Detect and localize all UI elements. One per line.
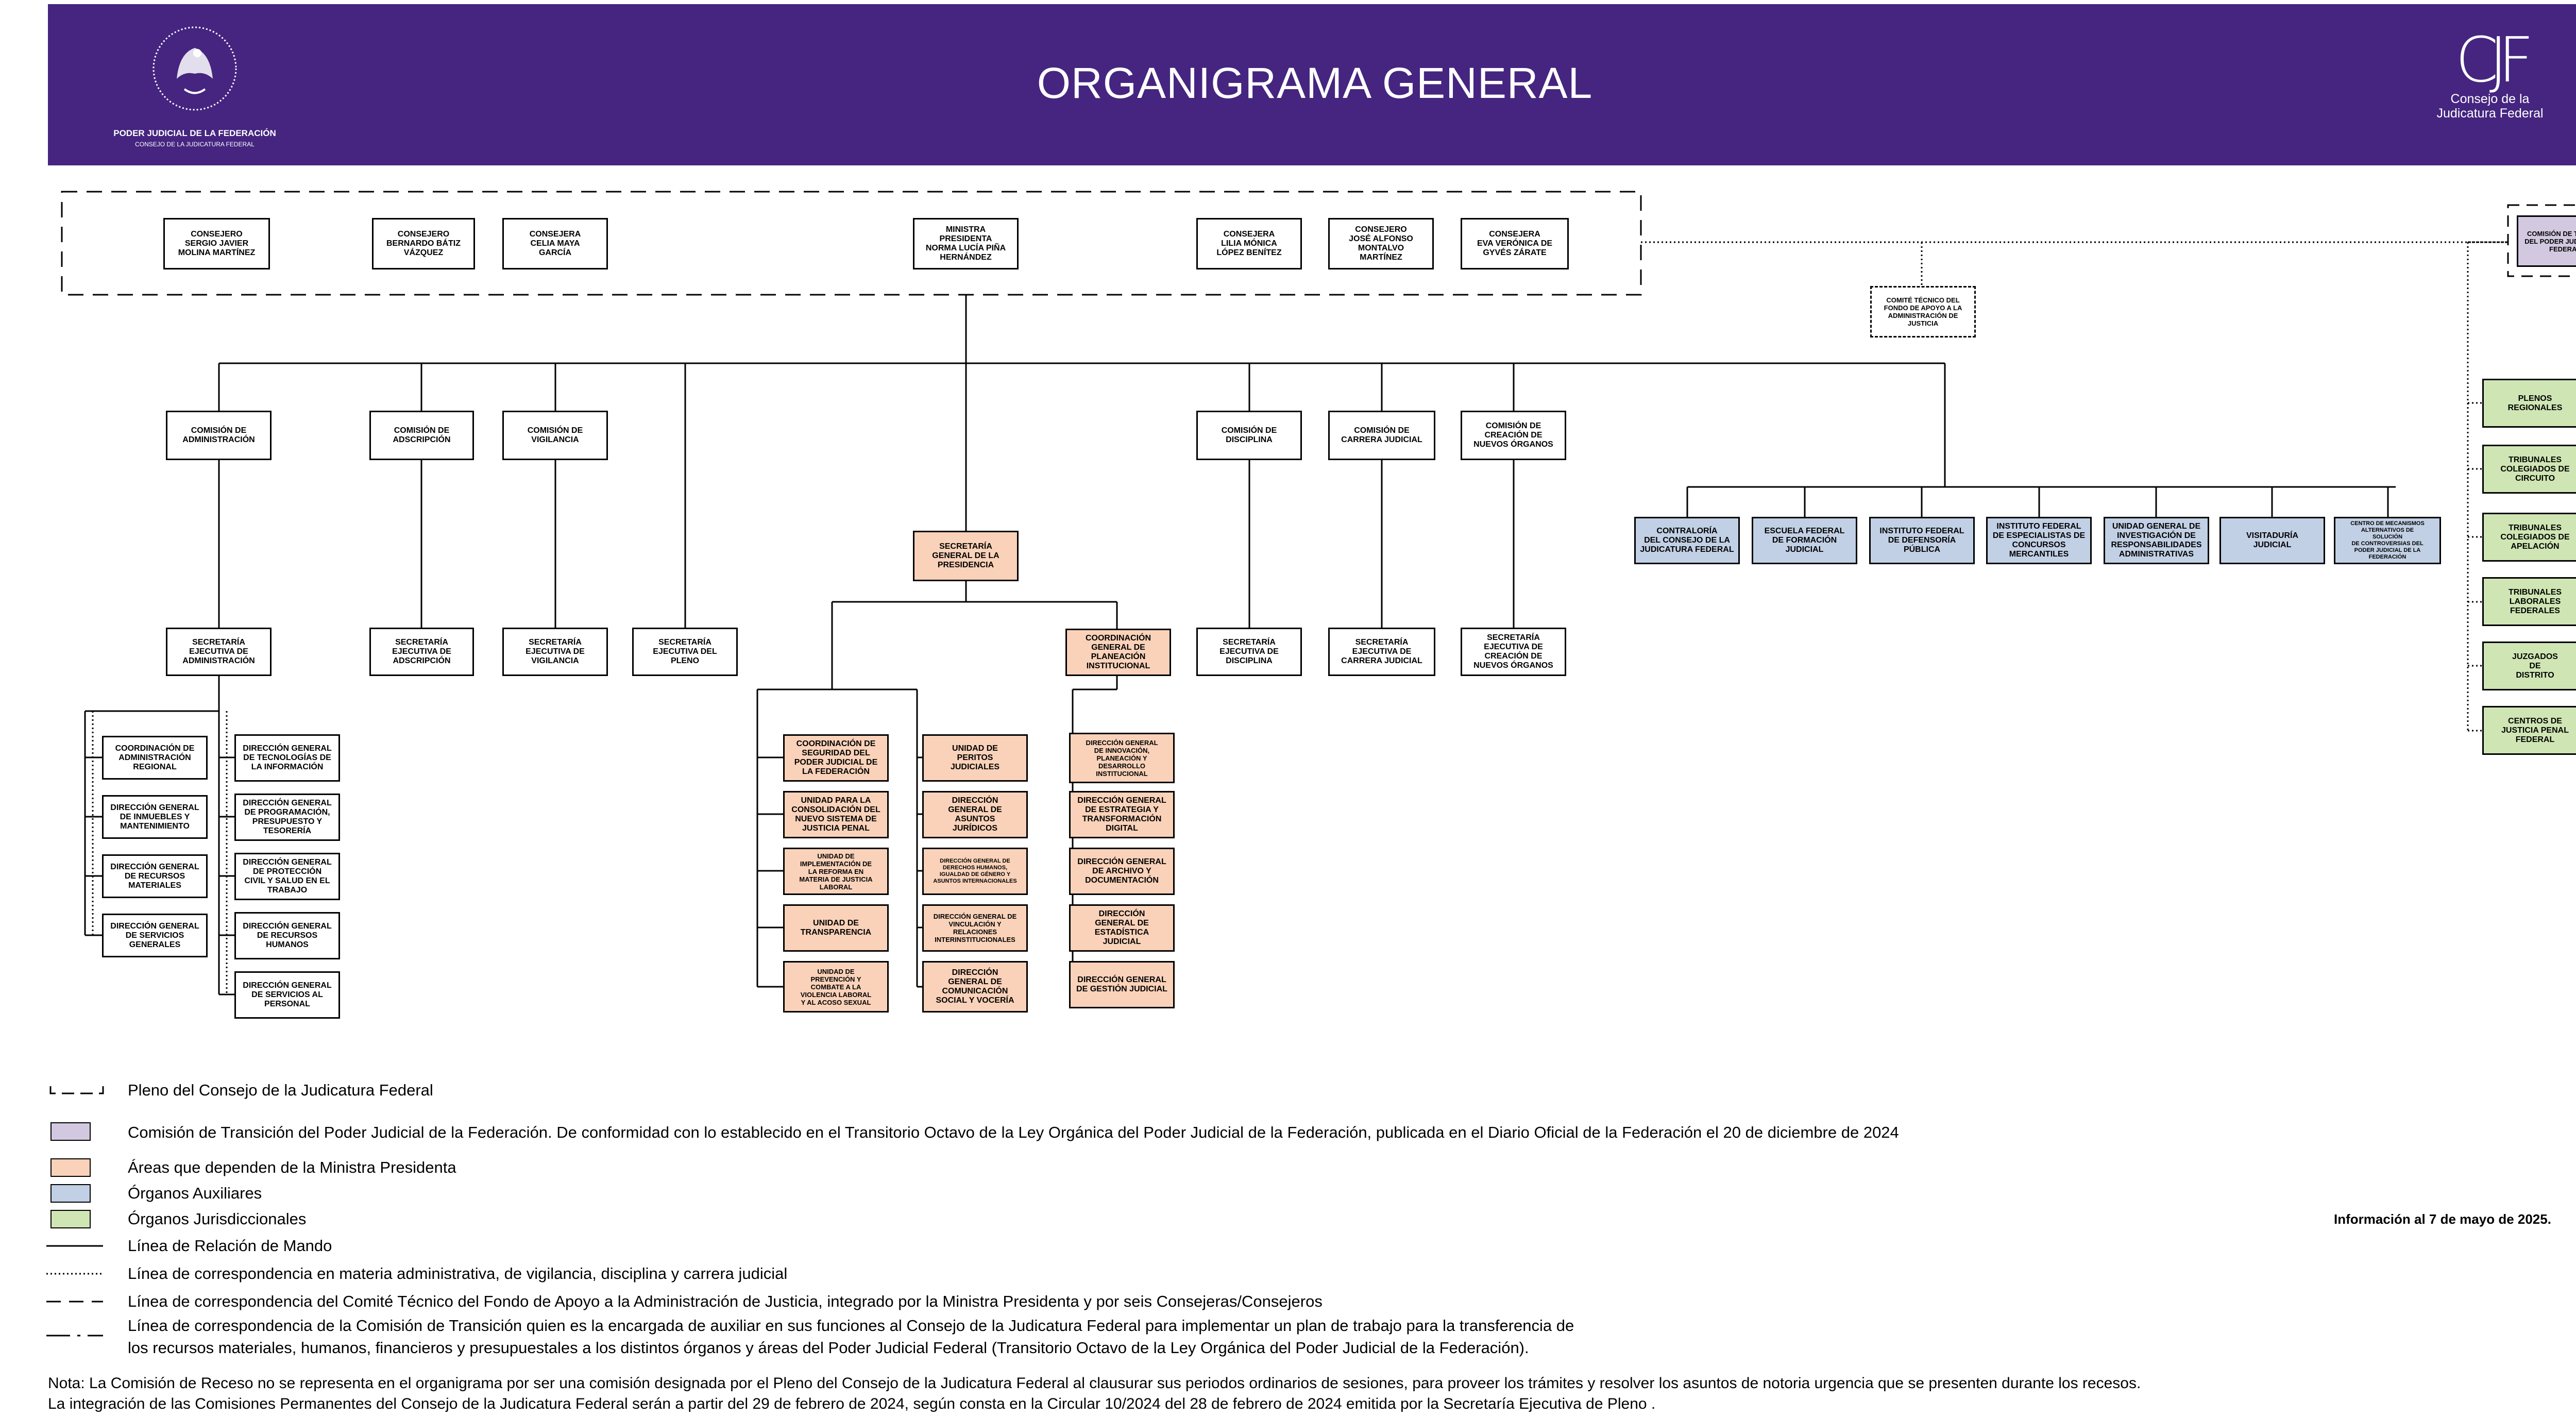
legend-comite: Línea de correspondencia del Comité Técn…	[128, 1292, 1323, 1310]
legend-swatch-blue	[50, 1184, 91, 1203]
legend-mando: Línea de Relación de Mando	[128, 1237, 332, 1255]
eagle-seal-icon	[152, 26, 237, 111]
info-date: Información al 7 de mayo de 2025.	[2334, 1211, 2551, 1227]
legend-auxiliares: Órganos Auxiliares	[128, 1184, 262, 1202]
seal-logo: PODER JUDICIAL DE LA FEDERACIÓN CONSEJO …	[110, 17, 280, 161]
legend-swatch-orange	[50, 1158, 91, 1177]
note-integracion: La integración de las Comisiones Permane…	[48, 1395, 1656, 1412]
legend-swatch-purple	[50, 1122, 91, 1141]
cjf-logo: CJF Consejo de la Judicatura Federal	[2428, 30, 2552, 154]
cjf-monogram: CJF	[2455, 25, 2534, 96]
legend-correspondencia: Línea de correspondencia en materia admi…	[128, 1264, 788, 1283]
comite-tecnico: COMITÉ TÉCNICO DEL FONDO DE APOYO A LA A…	[1870, 286, 1976, 338]
page-title: ORGANIGRAMA GENERAL	[1037, 59, 1593, 107]
legend-transicion-line-1: Línea de correspondencia de la Comisión …	[128, 1317, 1574, 1335]
cjf-logo-text-1: Consejo de la	[2450, 92, 2530, 106]
seal-text-2: CONSEJO DE LA JUDICATURA FEDERAL	[135, 141, 255, 148]
comision-transicion: COMISIÓN DE TRANSICIÓN DEL PODER JUDICIA…	[2517, 215, 2576, 267]
cjf-logo-text-2: Judicatura Federal	[2436, 106, 2544, 121]
legend-transicion: Comisión de Transición del Poder Judicia…	[128, 1123, 1899, 1141]
header-banner: PODER JUDICIAL DE LA FEDERACIÓN CONSEJO …	[48, 4, 2576, 165]
legend-jurisdiccionales: Órganos Jurisdiccionales	[128, 1210, 307, 1228]
legend-swatch-green	[50, 1210, 91, 1228]
legend-presidencia: Áreas que dependen de la Ministra Presid…	[128, 1158, 456, 1176]
legend-pleno: Pleno del Consejo de la Judicatura Feder…	[128, 1081, 433, 1099]
legend-transicion-line-2: los recursos materiales, humanos, financ…	[128, 1339, 1529, 1357]
note-receso: Nota: La Comisión de Receso no se repres…	[48, 1375, 2141, 1392]
seal-text-1: PODER JUDICIAL DE LA FEDERACIÓN	[113, 128, 276, 138]
